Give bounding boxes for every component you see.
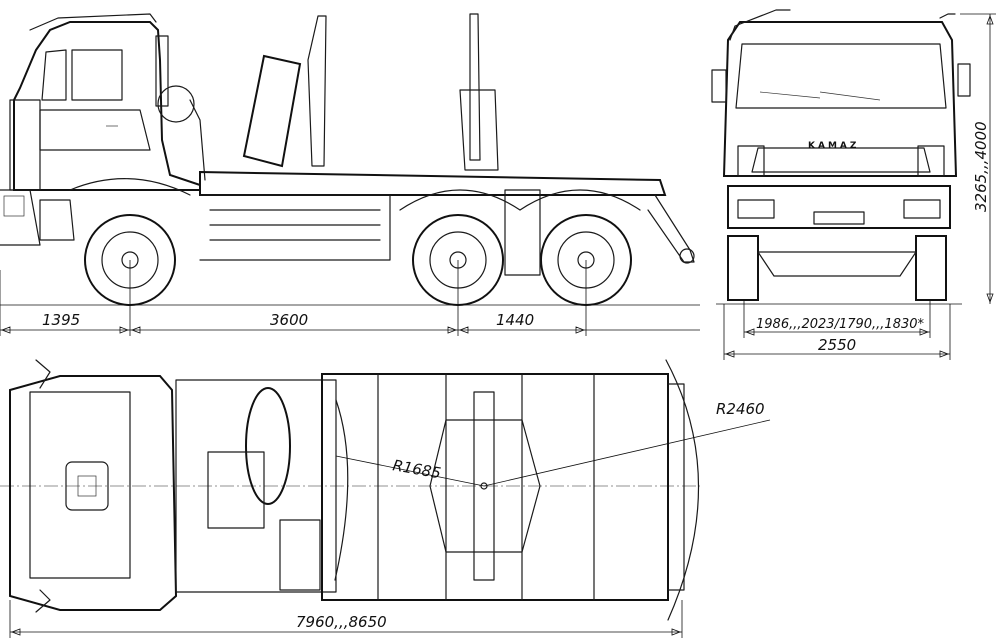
outer-radius-arc (665, 359, 700, 621)
front-bumper (0, 189, 41, 246)
headlight-left (737, 145, 765, 177)
chassis-front-section (175, 379, 337, 593)
front-view: KAMAZ 3265,,,4000 1986,,,2023/1790,,,183… (711, 9, 996, 360)
exhaust-pipe (189, 99, 206, 181)
top-view: R1685 R2460 7960,,,8650 (0, 359, 771, 638)
rear-fenders (399, 189, 641, 211)
fuel-tank (279, 519, 321, 591)
dim-rear-axle-spacing: 1440 (496, 311, 534, 329)
tow-eye (679, 248, 695, 264)
width-dimension-lines (723, 300, 951, 360)
length-dimension-line (9, 600, 683, 638)
side-view: 1395 3600 1440 (0, 13, 700, 336)
turn-center (480, 482, 488, 490)
license-plate (813, 211, 865, 225)
step (39, 199, 75, 241)
dim-inner-radius: R1685 (391, 456, 442, 482)
dim-overall-length: 7960,,,8650 (296, 613, 387, 631)
fog-light-right (903, 199, 941, 219)
air-filter (157, 85, 195, 123)
top-mirrors (35, 359, 51, 613)
cab-roof (29, 391, 131, 579)
front-tire-right (915, 235, 947, 301)
height-dimension-line (960, 13, 996, 304)
rear-post (469, 13, 481, 161)
front-bumper-front (727, 185, 951, 229)
cab-front-outline (722, 21, 958, 177)
outer-radius-line (483, 419, 771, 487)
rear-post-cylinder (459, 89, 499, 171)
dim-overall-width: 2550 (818, 336, 856, 354)
tipped-arm (242, 54, 302, 168)
front-fender (69, 178, 191, 196)
dim-track-width: 1986,,,2023/1790,,,1830* (756, 317, 925, 332)
platform-top (321, 373, 669, 601)
dim-outer-radius: R2460 (716, 400, 765, 418)
dim-wheelbase: 3600 (270, 311, 308, 329)
air-intake (155, 35, 169, 107)
inner-radius-arc (334, 399, 349, 581)
transfer-case (207, 451, 265, 529)
front-axle (757, 251, 917, 277)
roof-rail (729, 9, 956, 41)
headlight-right (917, 145, 945, 177)
grille (751, 147, 931, 173)
rear-tow-bar (647, 194, 695, 263)
frame-subassembly (199, 194, 391, 261)
bogie-suspension (504, 189, 541, 276)
frame-crossmembers (209, 209, 381, 241)
hook-column (307, 15, 327, 167)
cab-roof-deflector (29, 13, 157, 31)
mirror-left (711, 69, 727, 103)
roof-hatch (65, 461, 109, 511)
dim-height: 3265,,,4000 (972, 121, 990, 212)
front-tire-left (727, 235, 759, 301)
mirror-right (957, 63, 971, 97)
brand-label: KAMAZ (808, 141, 859, 151)
cab-side-window-front (41, 49, 67, 101)
cab-side-window (71, 49, 123, 101)
cab-top-outline (9, 375, 178, 611)
dim-front-overhang: 1395 (42, 311, 80, 329)
rear-axle-housing (473, 391, 495, 581)
rear-end-plate (667, 383, 685, 591)
wipers (759, 91, 881, 101)
side-dimension-line (0, 260, 700, 336)
spare-wheel (245, 387, 291, 505)
roof-hatch-inner (77, 475, 97, 497)
frame-rail (199, 170, 667, 196)
headlight-side (3, 195, 25, 217)
cab-door (39, 109, 151, 151)
inner-radius-line (335, 455, 485, 487)
cab-outline (13, 21, 201, 191)
bogie-top (429, 419, 541, 553)
fog-light-left (737, 199, 775, 219)
windshield (735, 43, 947, 109)
